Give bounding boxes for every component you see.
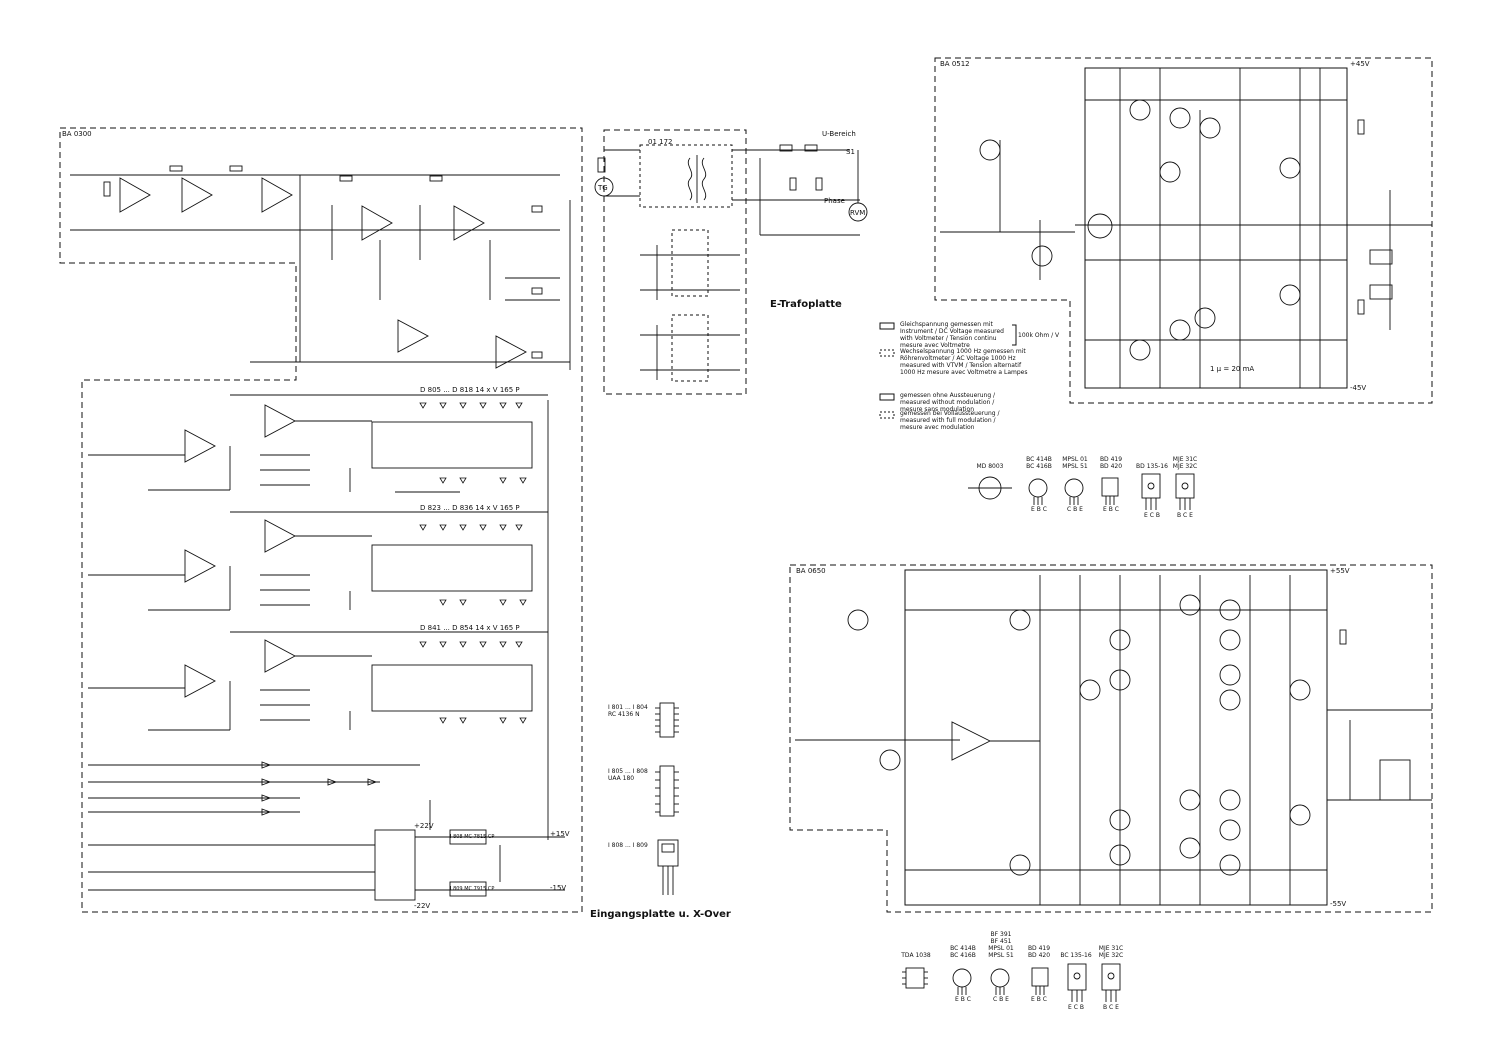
rvm-label: RVM (850, 209, 866, 217)
s1-label: S1 (846, 148, 855, 156)
power-amp-top-rail-pos: +45V (1350, 60, 1370, 68)
ic-list-1: I 801 ... I 804 RC 4136 N (608, 704, 648, 718)
pinout-top-label-1: MD 8003 (976, 463, 1004, 470)
power-amp-bottom-id: BA 0650 (796, 567, 826, 575)
transformer-board-title: E-Trafoplatte (770, 299, 842, 310)
power-amp-bottom-wiring (795, 575, 1432, 905)
pinout-bottom-label-4: BD 419 BD 420 (1027, 945, 1051, 959)
led-row-2-label: D 823 ... D 836 14 x V 165 P (420, 504, 520, 512)
pinout-top-pins-4: E B C (1103, 506, 1119, 513)
transformer-board-outline (603, 129, 747, 395)
input-board-leds (419, 402, 527, 724)
pinout-top-label-5: BD 135-16 (1136, 463, 1168, 470)
u-bereich-label: U-Bereich (822, 130, 856, 138)
input-board-outline (59, 127, 583, 913)
pinouts-top-symbols (968, 473, 1195, 510)
rail-pos15: +15V (550, 830, 570, 838)
power-amp-top-outline (934, 57, 1433, 404)
rail-neg15: -15V (550, 884, 567, 892)
power-amp-top-id: BA 0512 (940, 60, 970, 68)
pinout-bottom-label-1: TDA 1038 (901, 952, 931, 959)
legend-markers (879, 322, 1017, 419)
pinouts-bottom-symbols (902, 963, 1121, 1002)
pinout-bottom-label-2: BC 414B BC 416B (950, 945, 976, 959)
power-amp-bottom-outline (789, 564, 1433, 913)
ic-list-2: I 805 ... I 808 UAA 180 (608, 768, 648, 782)
pinout-bottom-label-6: MJE 31C MJE 32C (1098, 945, 1124, 959)
led-row-1-label: D 805 ... D 818 14 x V 165 P (420, 386, 520, 394)
transformer-board-wiring (594, 144, 868, 380)
input-board-title: Eingangsplatte u. X-Over (590, 909, 731, 920)
legend-dc: Gleichspannung gemessen mit Instrument /… (900, 321, 1004, 349)
power-amp-top-wiring (940, 68, 1432, 388)
pinout-bottom-pins-5: E C B (1068, 1004, 1084, 1011)
phase-label: Phase (824, 197, 845, 205)
rail-neg22: -22V (414, 902, 431, 910)
pinout-bottom-label-5: BC 135-16 (1060, 952, 1092, 959)
pinout-top-pins-6: B C E (1177, 512, 1193, 519)
regulator-pos: I 808 MC 7815 CP (450, 834, 495, 840)
power-amp-bottom-rail-pos: +55V (1330, 567, 1350, 575)
pinout-top-label-3: MPSL 01 MPSL 51 (1062, 456, 1088, 470)
transformer-board-id: 01 172 (648, 138, 673, 146)
pinout-top-pins-5: E C B (1144, 512, 1160, 519)
power-amp-top-current: 1 µ = 20 mA (1210, 365, 1255, 373)
led-row-3-label: D 841 ... D 854 14 x V 165 P (420, 624, 520, 632)
input-board-wiring (70, 165, 571, 901)
pinout-top-pins-2: E B C (1031, 506, 1047, 513)
pinout-bottom-pins-2: E B C (955, 996, 971, 1003)
power-amp-top-rail-neg: -45V (1350, 384, 1367, 392)
pinout-top-pins-3: C B E (1067, 506, 1083, 513)
pinout-top-label-2: BC 414B BC 416B (1026, 456, 1052, 470)
legend-ac: Wechselspannung 1000 Hz gemessen mit Röh… (900, 348, 1028, 376)
input-board-id: BA 0300 (62, 130, 92, 138)
legend-no-mod: gemessen ohne Aussteuerung / measured wi… (900, 392, 996, 413)
pinout-bottom-pins-4: E B C (1031, 996, 1047, 1003)
ic-list-3: I 808 ... I 809 (608, 842, 648, 849)
legend-full-mod: gemessen bei Vollaussteuerung / measured… (900, 410, 1000, 431)
pinout-top-label-6: MJE 31C MJE 32C (1172, 456, 1198, 470)
pinout-bottom-label-3: BF 391 BF 451 MPSL 01 MPSL 51 (988, 931, 1014, 959)
pinout-bottom-pins-6: B C E (1103, 1004, 1119, 1011)
rail-pos22: +22V (414, 822, 434, 830)
tg-label: TG (598, 184, 608, 192)
power-amp-bottom-rail-neg: -55V (1330, 900, 1347, 908)
pinout-bottom-pins-3: C B E (993, 996, 1009, 1003)
pinout-top-label-4: BD 419 BD 420 (1099, 456, 1123, 470)
legend-dc-suffix: 100k Ohm / V (1018, 332, 1060, 339)
ic-package-drawings (655, 702, 679, 895)
regulator-neg: I 809 MC 7915 CP (450, 886, 495, 892)
